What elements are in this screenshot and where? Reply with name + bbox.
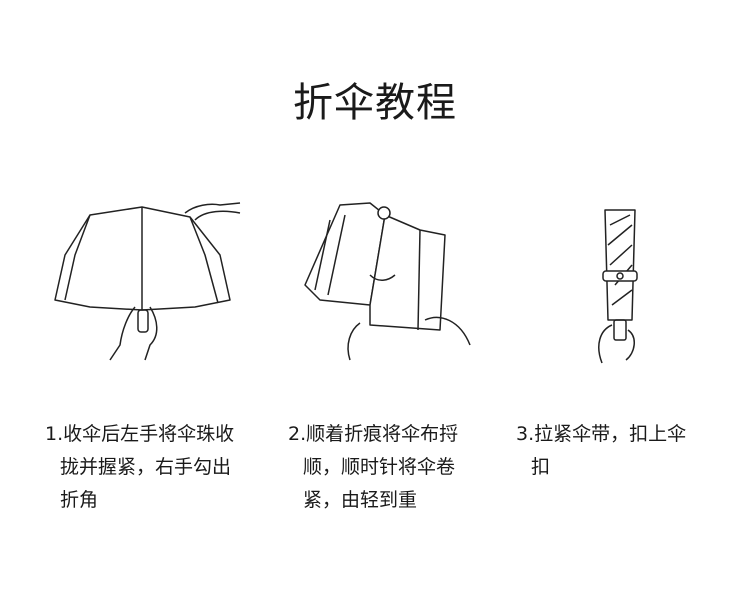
step-text-line: 紧，由轻到重 [303,489,418,511]
step-text-line: 折角 [60,489,99,511]
umbrella-collapse-icon [54,202,241,361]
step-text-line: 扣 [531,456,551,478]
step-2-instructions: 2.顺着折痕将伞布捋 顺，顺时针将伞卷 紧，由轻到重 [288,418,458,517]
step-1-instructions: 1.收伞后左手将伞珠收 拢并握紧，右手勾出 折角 [45,418,234,517]
umbrella-fold-icon [304,202,471,361]
umbrella-strap-icon [598,209,638,364]
step-text-line: 3.拉紧伞带，扣上伞 [516,423,687,445]
step-text-line: 拢并握紧，右手勾出 [60,456,232,478]
step-text-line: 顺，顺时针将伞卷 [303,456,456,478]
step-3-instructions: 3.拉紧伞带，扣上伞 扣 [516,418,686,484]
step-text-line: 1.收伞后左手将伞珠收 [45,423,235,445]
page-title: 折伞教程 [293,80,457,126]
step-text-line: 2.顺着折痕将伞布捋 [288,423,459,445]
